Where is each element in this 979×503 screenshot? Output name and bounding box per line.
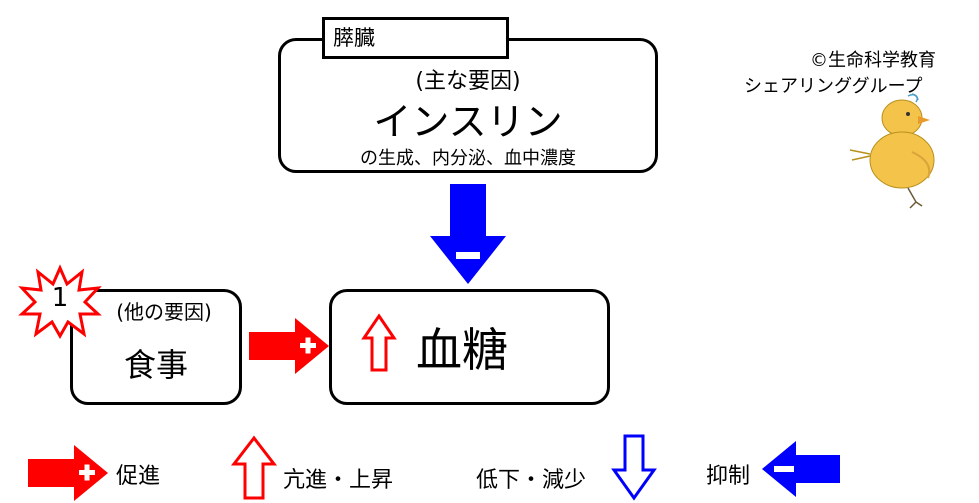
legend-decrease-label: 低下・減少: [476, 468, 587, 493]
legend-minus-sign-icon: [774, 466, 794, 472]
promote-right-arrow-shape: [249, 318, 329, 374]
copyright-line1: ©生命科学教育: [810, 50, 936, 71]
minus-sign-icon: [456, 252, 480, 259]
insulin-title: インスリン: [373, 100, 563, 144]
increase-arrow-icon: [361, 313, 397, 372]
plus-sign-v: [305, 337, 311, 354]
badge-number: 1: [51, 283, 69, 313]
pancreas-tag: 膵臓: [322, 17, 509, 59]
food-title: 食事: [123, 346, 188, 384]
insulin-box: (主な要因) インスリン の生成、内分泌、血中濃度: [278, 38, 658, 173]
legend-increase-label: 亢進・上昇: [283, 468, 394, 493]
insulin-sub-label: (主な要因): [415, 69, 521, 94]
copyright-line2: シェアリンググループ: [744, 76, 923, 97]
legend-promote-arrow: [28, 445, 108, 501]
legend-increase-arrow: [230, 435, 278, 500]
blood-sugar-title: 血糖: [416, 323, 508, 377]
chick-illustration: [849, 93, 935, 209]
inhibit-down-arrow-shape: [430, 184, 506, 284]
food-sub-label: (他の要因): [116, 300, 212, 324]
inhibit-down-arrow: [430, 184, 506, 284]
legend-decrease-arrow: [611, 434, 657, 501]
legend-inhibit-arrow: [762, 441, 840, 497]
insulin-detail: の生成、内分泌、血中濃度: [360, 148, 576, 169]
starburst-badge: [18, 264, 102, 340]
food-box: (他の要因) 食事: [70, 289, 242, 405]
blood-sugar-box: 血糖: [329, 289, 610, 405]
legend-promote-label: 促進: [116, 464, 161, 489]
legend-inhibit-label: 抑制: [706, 464, 751, 489]
starburst-icon: [18, 264, 102, 340]
promote-right-arrow: [249, 318, 329, 374]
